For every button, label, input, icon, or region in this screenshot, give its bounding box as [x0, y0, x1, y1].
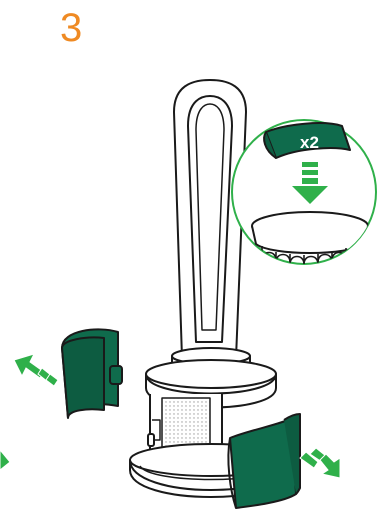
- filter-shroud-left-icon: [62, 329, 122, 418]
- filter-shroud-right-icon: [228, 414, 300, 508]
- quantity-label: x2: [300, 133, 319, 152]
- filter-shroud-install-icon: x2: [232, 120, 376, 274]
